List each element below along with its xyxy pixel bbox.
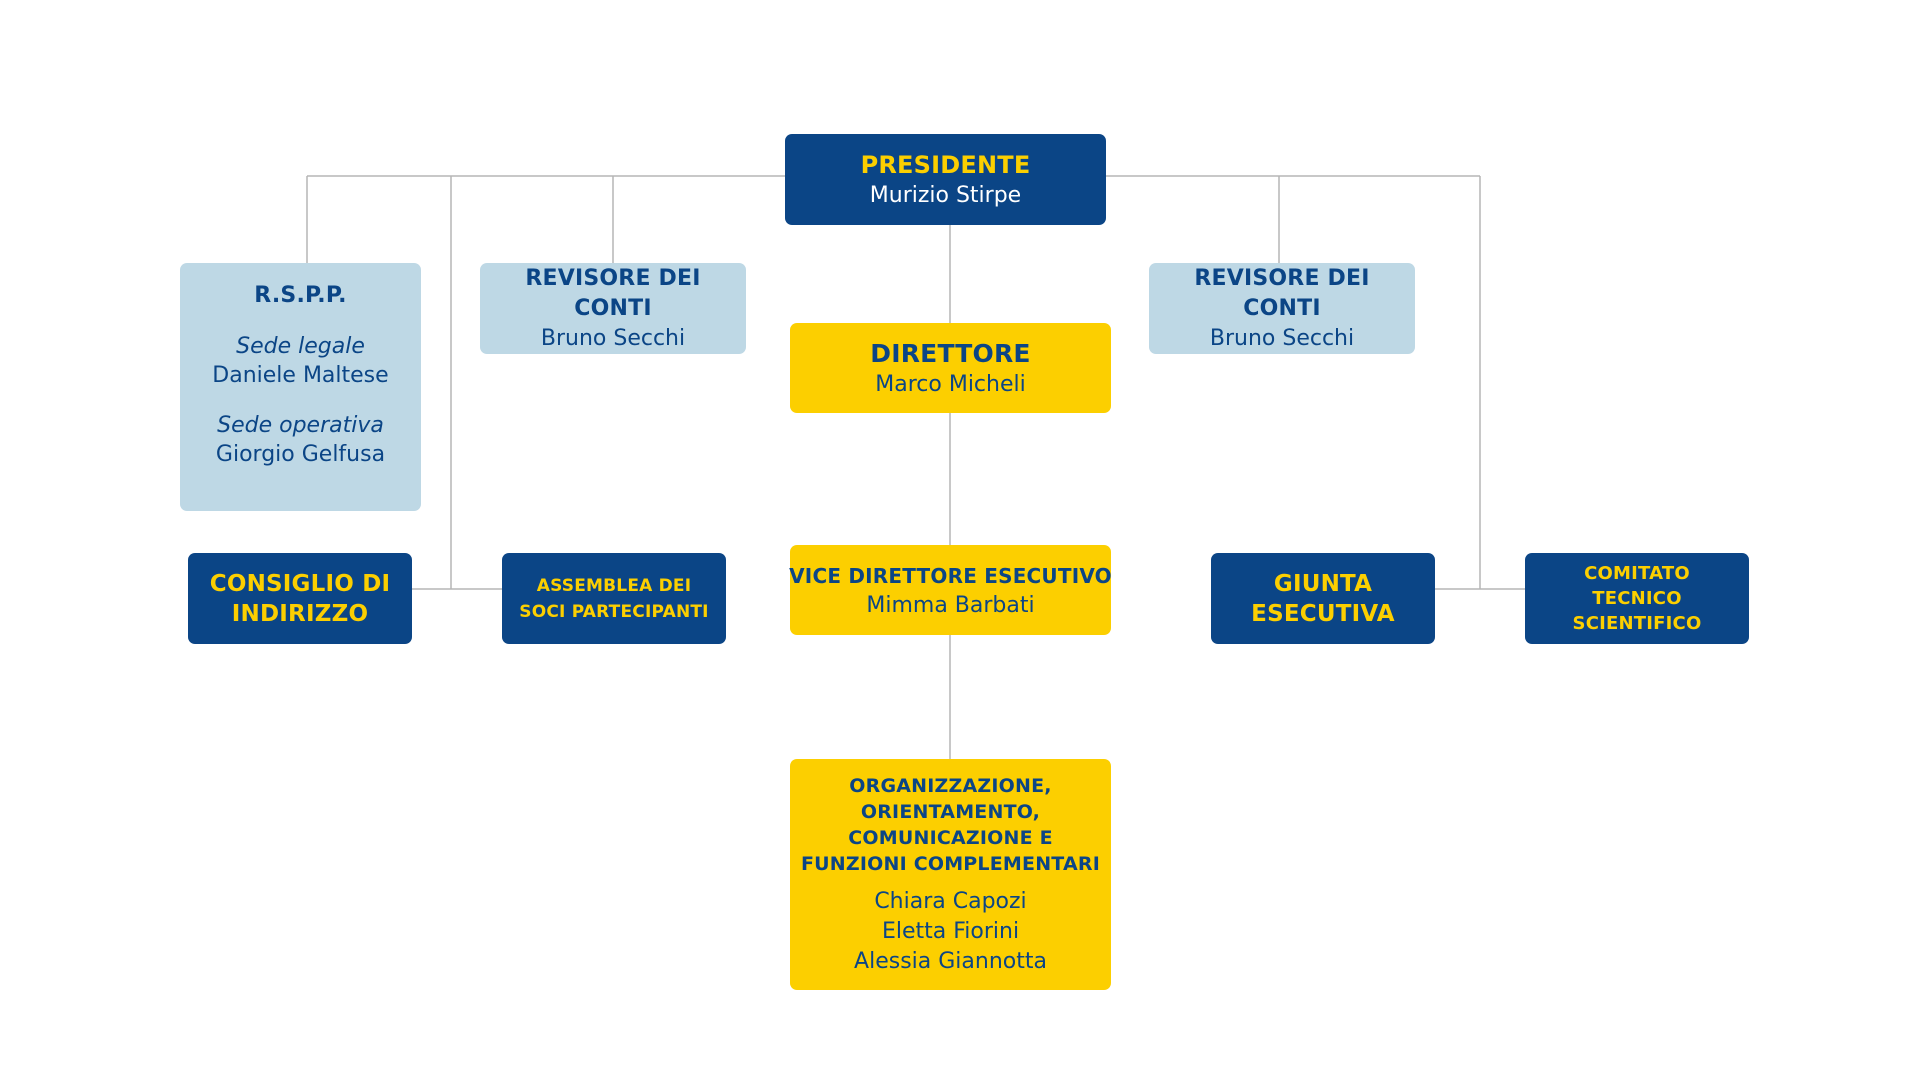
consiglio-box: CONSIGLIO DI INDIRIZZO (188, 553, 412, 644)
vice-direttore-box: VICE DIRETTORE ESECUTIVO Mimma Barbati (789, 545, 1112, 635)
rspp-sede-legale-label: Sede legale (236, 334, 365, 359)
presidente-box: PRESIDENTE Murizio Stirpe (785, 134, 1106, 225)
rspp-sede-operativa-label: Sede operativa (217, 413, 384, 438)
direttore-box: DIRETTORE Marco Micheli (790, 323, 1111, 413)
consiglio-title-line1: CONSIGLIO DI (209, 570, 391, 597)
direttore-title: DIRETTORE (870, 338, 1031, 368)
revisore-right-title: REVISORE DEI CONTI (1194, 266, 1370, 321)
revisore-right-box: REVISORE DEI CONTI Bruno Secchi (1149, 263, 1415, 354)
organizzazione-box: ORGANIZZAZIONE, ORIENTAMENTO, COMUNICAZI… (790, 759, 1111, 990)
comitato-box: COMITATO TECNICO SCIENTIFICO (1525, 553, 1749, 644)
rspp-sede-operativa-name: Giorgio Gelfusa (215, 442, 386, 467)
assemblea-box: ASSEMBLEA DEI SOCI PARTECIPANTI (502, 553, 726, 644)
rspp-sede-legale-name: Daniele Maltese (212, 363, 389, 388)
vice-direttore-name: Mimma Barbati (866, 592, 1035, 618)
comitato-title-line3: SCIENTIFICO (1572, 613, 1702, 634)
presidente-name: Murizio Stirpe (869, 183, 1022, 208)
consiglio-title-line2: INDIRIZZO (231, 600, 369, 627)
vice-direttore-title: VICE DIRETTORE ESECUTIVO (789, 563, 1112, 588)
giunta-title-line1: GIUNTA (1273, 570, 1373, 597)
revisore-left-name: Bruno Secchi (540, 326, 686, 351)
organizzazione-name: Alessia Giannotta (854, 948, 1047, 974)
organizzazione-title-line2: ORIENTAMENTO, (860, 800, 1041, 823)
rspp-box: R.S.P.P. Sede legale Daniele Maltese Sed… (180, 263, 421, 511)
assemblea-title-line1: ASSEMBLEA DEI (536, 575, 692, 596)
organizzazione-name: Eletta Fiorini (881, 918, 1020, 944)
organizzazione-title-line3: COMUNICAZIONE E (848, 826, 1053, 849)
revisore-right-name: Bruno Secchi (1209, 326, 1355, 351)
revisore-left-box: REVISORE DEI CONTI Bruno Secchi (480, 263, 746, 354)
direttore-name: Marco Micheli (875, 371, 1026, 397)
presidente-title: PRESIDENTE (860, 151, 1031, 179)
organizzazione-title-line4: FUNZIONI COMPLEMENTARI (801, 852, 1100, 875)
revisore-left-title: REVISORE DEI CONTI (525, 266, 701, 321)
organizzazione-title-line1: ORGANIZZAZIONE, (849, 774, 1052, 797)
assemblea-title-line2: SOCI PARTECIPANTI (519, 601, 709, 622)
rspp-title: R.S.P.P. (254, 283, 347, 308)
comitato-title-line1: COMITATO (1584, 563, 1690, 584)
organizzazione-name: Chiara Capozi (874, 888, 1027, 914)
comitato-title-line2: TECNICO (1592, 588, 1682, 609)
giunta-title-line2: ESECUTIVA (1251, 600, 1395, 627)
giunta-box: GIUNTA ESECUTIVA (1211, 553, 1435, 644)
